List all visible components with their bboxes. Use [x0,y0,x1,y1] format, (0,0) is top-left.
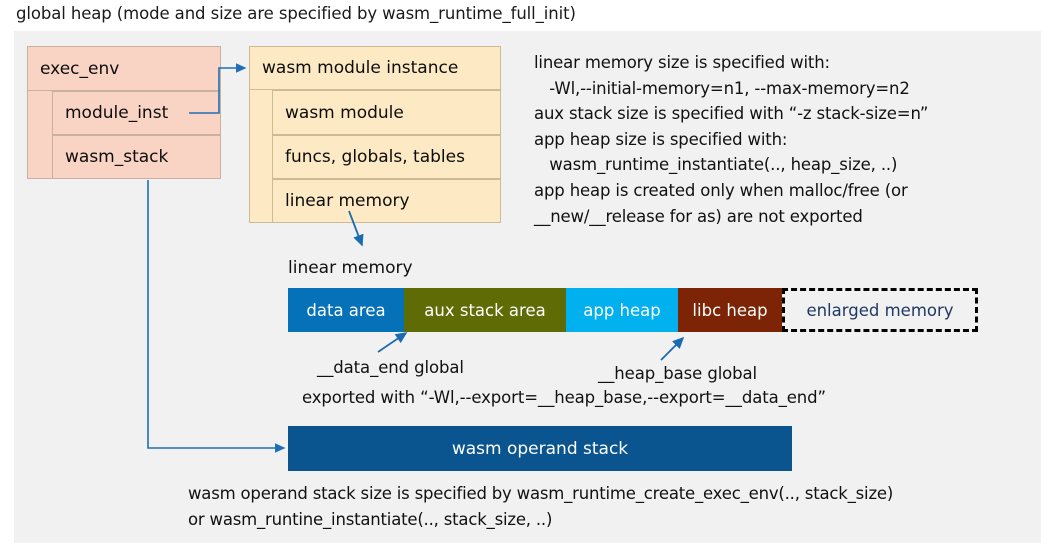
exported-with-annotation: exported with “-Wl,--export=__heap_base,… [302,388,826,407]
exec-env-header-label: exec_env [40,58,120,79]
memory-segment-data-area: data area [288,288,404,332]
heap-base-annotation: __heap_base global [598,364,758,383]
memory-segment-label: aux stack area [424,300,546,320]
memory-segment-label: libc heap [692,300,768,320]
memory-segment-enlarged-memory: enlarged memory [782,288,978,332]
module-instance-row-wasm-module-label: wasm module [285,102,404,123]
exec-env-row-module-inst-label: module_inst [65,103,169,123]
module-instance-row-funcs-globals-tables-label: funcs, globals, tables [285,147,465,167]
memory-segment-label: app heap [583,300,661,320]
linear-memory-notes: linear memory size is specified with: -W… [534,53,929,226]
operand-stack-note: wasm operand stack size is specified by … [188,484,894,529]
memory-segment-libc-heap: libc heap [678,288,782,332]
module-instance-header-label: wasm module instance [262,58,459,78]
module-instance-row-funcs-globals-tables: funcs, globals, tables [272,135,501,179]
exec-env-header: exec_env [27,46,221,91]
module-instance-row-linear-memory-label: linear memory [285,191,410,211]
memory-segment-label: data area [306,300,386,320]
exec-env-row-wasm-stack-label: wasm_stack [65,147,169,167]
module-instance-row-wasm-module: wasm module [272,90,501,135]
wasm-operand-stack-label: wasm operand stack [451,438,629,459]
exec-env-row-wasm-stack: wasm_stack [52,135,221,179]
module-instance-header: wasm module instance [249,46,501,90]
exec-env-row-module-inst: module_inst [52,91,221,135]
linear-memory-bar-label: linear memory [288,258,413,278]
memory-segment-label: enlarged memory [806,300,954,320]
memory-segment-aux-stack-area: aux stack area [404,288,566,332]
wasm-operand-stack-box: wasm operand stack [288,426,792,471]
memory-segment-app-heap: app heap [566,288,678,332]
data-end-annotation: __data_end global [317,358,464,377]
module-instance-row-linear-memory: linear memory [272,179,501,223]
linear-memory-bar: data area aux stack area app heap libc heap… [288,288,978,332]
page-title: global heap (mode and size are specified… [16,4,576,23]
